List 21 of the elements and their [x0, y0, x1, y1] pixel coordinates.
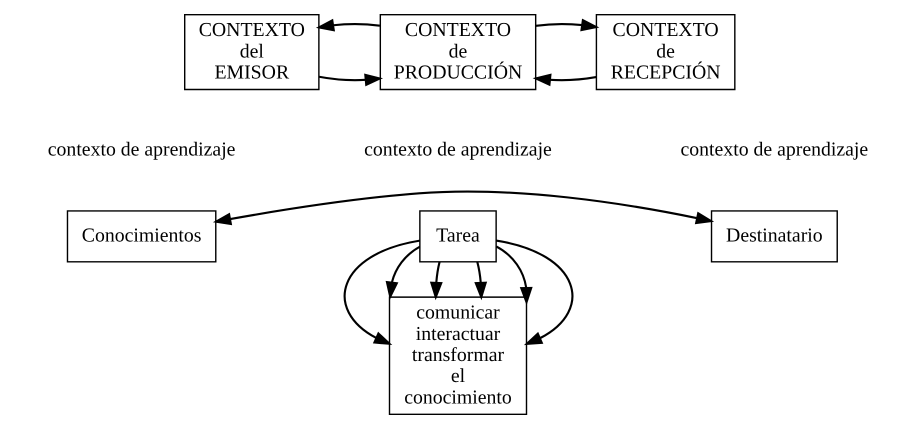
- arrow: [318, 73, 384, 86]
- arrow: [386, 245, 420, 300]
- node-box: Destinatario: [710, 210, 838, 262]
- arrow: [212, 190, 714, 225]
- arrow: [474, 261, 488, 300]
- node-box: CONTEXTO del EMISOR: [184, 13, 320, 90]
- arrow: [316, 18, 380, 31]
- label: contexto de aprendizaje: [680, 138, 868, 160]
- label: contexto de aprendizaje: [48, 138, 236, 160]
- node-box: Tarea: [419, 210, 497, 262]
- node-box: comunicar interactuar transformar el conocimiento: [388, 296, 528, 415]
- label: contexto de aprendizaje: [364, 138, 552, 160]
- arrow: [430, 261, 443, 300]
- arrow: [536, 18, 600, 31]
- node-box: CONTEXTO de RECEPCIÓN: [596, 13, 736, 90]
- arrow: [496, 239, 574, 345]
- arrow: [344, 239, 420, 345]
- arrow: [532, 72, 596, 86]
- arrow: [496, 245, 533, 305]
- node-box: CONTEXTO de PRODUCCIÓN: [380, 13, 536, 90]
- node-box: Conocimientos: [66, 210, 216, 262]
